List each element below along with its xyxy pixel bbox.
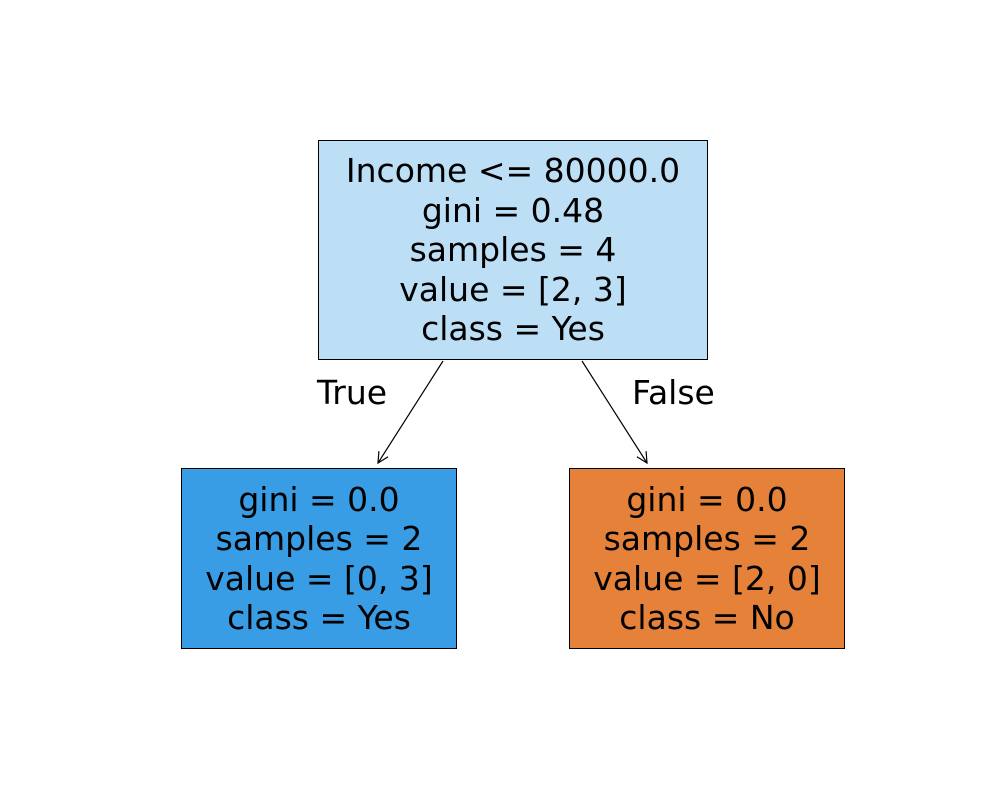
right-class: class = No <box>619 598 795 637</box>
tree-node-right-leaf: gini = 0.0 samples = 2 value = [2, 0] cl… <box>569 468 845 649</box>
edge-label-true: True <box>317 373 388 412</box>
root-split-rule: Income <= 80000.0 <box>345 151 681 191</box>
root-samples: samples = 4 <box>409 230 617 270</box>
right-value: value = [2, 0] <box>593 558 821 598</box>
right-samples: samples = 2 <box>603 519 811 558</box>
tree-node-left-leaf: gini = 0.0 samples = 2 value = [0, 3] cl… <box>181 468 457 649</box>
edge-root-to-left <box>377 360 444 465</box>
tree-node-root: Income <= 80000.0 gini = 0.48 samples = … <box>318 140 708 360</box>
root-value: value = [2, 3] <box>399 269 627 309</box>
left-value: value = [0, 3] <box>205 558 433 598</box>
left-gini: gini = 0.0 <box>238 479 400 519</box>
left-samples: samples = 2 <box>215 519 423 558</box>
edge-root-to-right <box>581 360 648 465</box>
left-class: class = Yes <box>227 598 411 637</box>
right-gini: gini = 0.0 <box>626 479 788 519</box>
root-class: class = Yes <box>421 309 605 349</box>
edge-label-false: False <box>632 373 715 412</box>
root-gini: gini = 0.48 <box>421 190 605 230</box>
